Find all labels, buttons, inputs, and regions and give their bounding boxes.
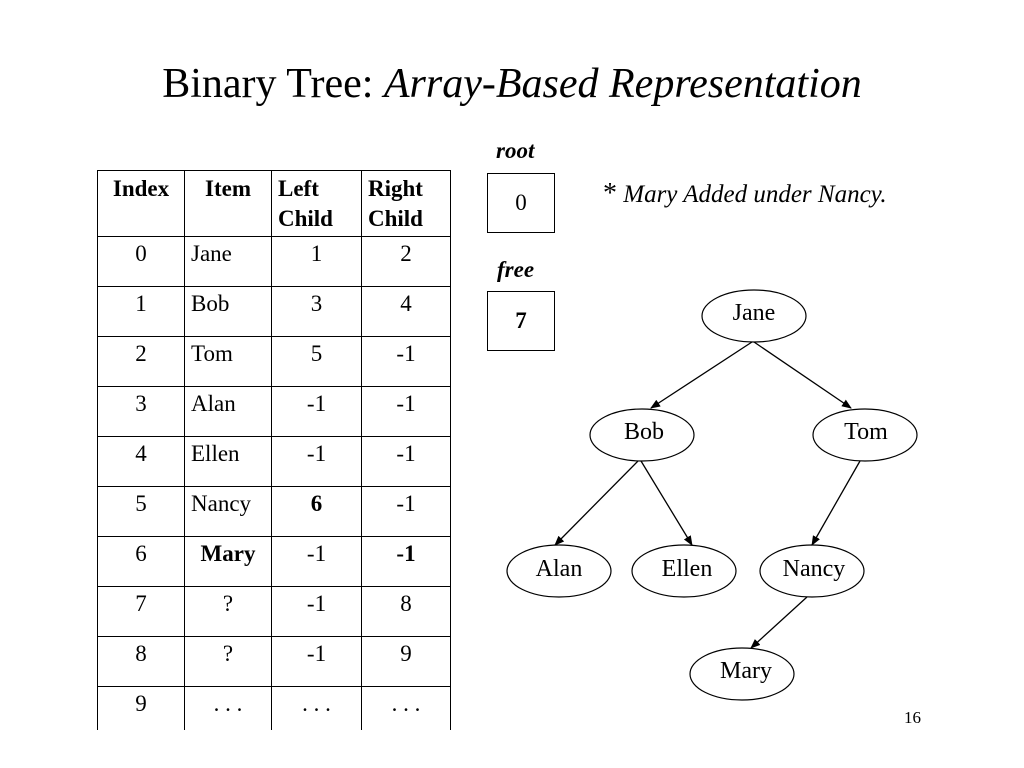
header-left-line1: Left xyxy=(278,176,319,201)
cell-right-child: 4 xyxy=(361,286,451,337)
cell-item: ? xyxy=(184,586,272,637)
cell-index: 7 xyxy=(97,586,185,637)
cell-item: . . . xyxy=(184,686,272,730)
table-row: 2 Tom 5 -1 xyxy=(97,336,451,387)
table-row: 7 ? -1 8 xyxy=(97,586,451,637)
edge-jane-bob xyxy=(650,341,753,409)
node-label-nancy: Nancy xyxy=(782,556,846,582)
cell-right-child: -1 xyxy=(361,486,451,537)
cell-index: 2 xyxy=(97,336,185,387)
node-mary xyxy=(689,647,795,701)
root-box: 0 xyxy=(487,173,555,233)
cell-item: ? xyxy=(184,636,272,687)
free-label: free xyxy=(497,257,535,282)
edge-bob-ellen xyxy=(640,460,693,546)
cell-left-child: 6 xyxy=(271,486,362,537)
cell-item: Tom xyxy=(184,336,272,387)
free-box: 7 xyxy=(487,291,555,351)
node-label-jane: Jane xyxy=(732,300,776,326)
cell-left-child: 3 xyxy=(271,286,362,337)
cell-index: 9 xyxy=(97,686,185,730)
header-index: Index xyxy=(97,170,185,237)
cell-left-child: 1 xyxy=(271,236,362,287)
cell-right-child: -1 xyxy=(361,386,451,437)
cell-index: 0 xyxy=(97,236,185,287)
node-label-ellen: Ellen xyxy=(661,556,713,582)
cell-left-child: -1 xyxy=(271,636,362,687)
table-row: 1 Bob 3 4 xyxy=(97,286,451,337)
table-row: 9 . . . . . . . . . xyxy=(97,686,451,730)
cell-right-child: 9 xyxy=(361,636,451,687)
note-text: Mary Added under Nancy. xyxy=(623,181,887,208)
cell-index: 3 xyxy=(97,386,185,437)
cell-right-child: 8 xyxy=(361,586,451,637)
cell-left-child: -1 xyxy=(271,586,362,637)
page-number: 16 xyxy=(904,708,921,727)
edge-jane-tom xyxy=(753,341,852,409)
edge-nancy-mary xyxy=(750,596,808,649)
table-row: 5 Nancy 6 -1 xyxy=(97,486,451,537)
node-tom xyxy=(812,408,918,462)
node-label-tom: Tom xyxy=(844,419,888,445)
edge-bob-alan xyxy=(554,460,639,546)
table-row: 6 Mary -1 -1 xyxy=(97,536,451,587)
cell-index: 8 xyxy=(97,636,185,687)
table-row: 8 ? -1 9 xyxy=(97,636,451,687)
header-right-line2: Child xyxy=(368,206,423,231)
title-italic: Array-Based Representation xyxy=(383,61,862,107)
header-left-line2: Child xyxy=(278,206,333,231)
cell-item: Ellen xyxy=(184,436,272,487)
annotation-note: * Mary Added under Nancy. xyxy=(603,178,887,210)
cell-left-child: 5 xyxy=(271,336,362,387)
cell-right-child: -1 xyxy=(361,436,451,487)
cell-item: Mary xyxy=(184,536,272,587)
root-label: root xyxy=(496,138,535,163)
cell-right-child: -1 xyxy=(361,336,451,387)
cell-right-child: -1 xyxy=(361,536,451,587)
header-right-line1: Right xyxy=(368,176,423,201)
cell-right-child: 2 xyxy=(361,236,451,287)
cell-right-child: . . . xyxy=(361,686,451,730)
node-label-bob: Bob xyxy=(623,419,664,445)
cell-item: Nancy xyxy=(184,486,272,537)
cell-item: Alan xyxy=(184,386,272,437)
node-label-mary: Mary xyxy=(720,658,772,684)
node-bob xyxy=(589,408,695,462)
cell-index: 1 xyxy=(97,286,185,337)
note-asterisk: * xyxy=(603,178,617,209)
cell-index: 5 xyxy=(97,486,185,537)
node-label-alan: Alan xyxy=(535,556,583,582)
edge-tom-nancy xyxy=(811,460,861,546)
slide-title: Binary Tree: Array-Based Representation xyxy=(0,56,1024,112)
title-main: Binary Tree: xyxy=(162,61,384,107)
